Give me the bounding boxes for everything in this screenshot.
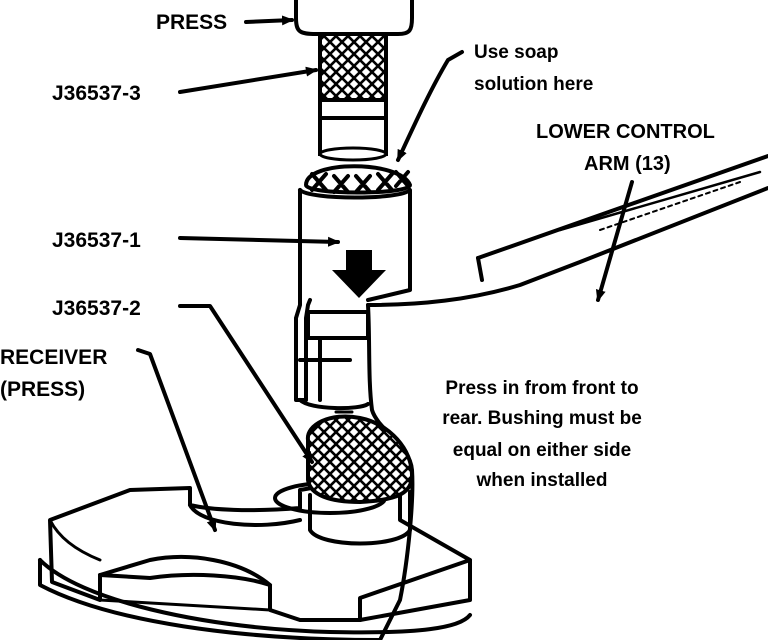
- label-soap-line1: Use soap: [474, 42, 558, 63]
- labels: PRESS J36537-3 Use soap solution here LO…: [0, 11, 715, 491]
- label-note-line1: Press in from front to: [445, 378, 638, 399]
- tool-j36537-3: [318, 32, 388, 162]
- label-note-line3: equal on either side: [453, 440, 631, 461]
- leader-press: [244, 15, 294, 26]
- label-receiver-line2: (PRESS): [0, 378, 85, 401]
- soap-application-ring: [304, 164, 412, 195]
- leader-j36537-1: [178, 236, 340, 247]
- label-soap-line2: solution here: [474, 74, 593, 95]
- label-press: PRESS: [156, 11, 227, 34]
- leader-lower-control-arm: [595, 180, 634, 302]
- leader-receiver: [136, 348, 217, 532]
- label-note-line4: when installed: [476, 470, 608, 491]
- leader-j36537-2: [178, 304, 314, 464]
- label-j36537-3: J36537-3: [52, 82, 141, 105]
- leader-soap: [396, 50, 464, 162]
- press-direction-arrow-icon: [332, 250, 386, 298]
- press-ram: [294, 0, 414, 36]
- label-receiver-line1: RECEIVER: [0, 346, 107, 369]
- label-lower-arm-line2: ARM (13): [584, 153, 671, 175]
- label-note-line2: rear. Bushing must be: [442, 408, 642, 429]
- tool-j36537-1: [294, 188, 412, 402]
- leader-lines: [136, 15, 634, 532]
- label-lower-arm-line1: LOWER CONTROL: [536, 121, 715, 143]
- leader-j36537-3: [178, 66, 318, 94]
- tool-j36537-2: [298, 310, 415, 546]
- label-j36537-2: J36537-2: [52, 297, 141, 320]
- label-j36537-1: J36537-1: [52, 229, 141, 252]
